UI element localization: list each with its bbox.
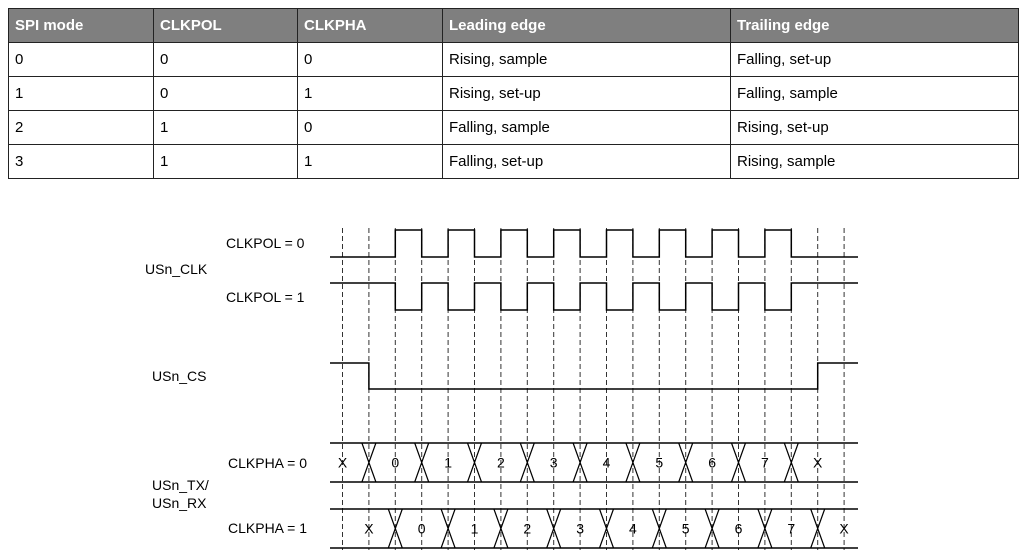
table-cell: 0 (153, 76, 298, 111)
clkpha1-data-label: 7 (787, 521, 795, 537)
clkpha0-data-label: 0 (391, 455, 399, 471)
clkpha0-transition (783, 442, 799, 483)
clkpha1-data-label: 1 (471, 521, 479, 537)
clkpha0-data-label: X (338, 455, 348, 471)
table-cell: Rising, sample (730, 144, 1019, 179)
clkpha1-transition (387, 508, 403, 549)
spi-mode-table: SPI mode CLKPOL CLKPHA Leading edge Trai… (8, 8, 1019, 179)
table-cell: Falling, set-up (730, 42, 1019, 77)
clkpha0-transition (572, 442, 588, 483)
cs-waveform (330, 362, 858, 390)
clkpha1-transition (810, 508, 826, 549)
clkpha1-data-label: 3 (576, 521, 584, 537)
clkpha0-label: CLKPHA = 0 (228, 455, 307, 471)
clkpha0-transition (361, 442, 377, 483)
clkpha1-transition (651, 508, 667, 549)
table-cell: 1 (153, 110, 298, 145)
clkpha0-transition (466, 442, 483, 483)
clkpha1-label: CLKPHA = 1 (228, 520, 307, 536)
table-cell: Rising, set-up (442, 76, 731, 111)
clkpha0-data-label: 2 (497, 455, 505, 471)
table-cell: 1 (297, 76, 443, 111)
clkpha0-data-label: 3 (550, 455, 558, 471)
clkpol0-label: CLKPOL = 0 (226, 235, 305, 251)
clkpha0-data-label: 6 (708, 455, 716, 471)
clkpha0-transition (414, 442, 430, 483)
table-cell: Rising, set-up (730, 110, 1019, 145)
table-cell: 1 (8, 76, 154, 111)
clkpha0-data-label: 4 (603, 455, 611, 471)
clkpha0-data-label: 5 (655, 455, 663, 471)
table-cell: 1 (153, 144, 298, 179)
clkpha1-data-label: 0 (418, 521, 426, 537)
clk-label: USn_CLK (145, 261, 208, 277)
table-cell: 0 (297, 42, 443, 77)
header-cell: Leading edge (442, 8, 731, 43)
table-cell: 1 (297, 144, 443, 179)
table-cell: 0 (297, 110, 443, 145)
clkpha1-data-label: X (364, 521, 374, 537)
clkpha1-transition (598, 508, 615, 549)
clkpha0-data-label: 7 (761, 455, 769, 471)
txrx-label: USn_RX (152, 495, 207, 511)
txrx-label: USn_TX/ (152, 477, 209, 493)
clkpha0-data-label: X (813, 455, 823, 471)
clkpol0-waveform (330, 229, 858, 258)
clkpha0-data-label: 1 (444, 455, 452, 471)
clkpha1-data-label: 2 (523, 521, 531, 537)
clkpha1-transition (704, 508, 720, 549)
clkpha0-transition (678, 442, 694, 483)
clkpha1-transition (546, 508, 562, 549)
table-cell: Falling, set-up (442, 144, 731, 179)
clkpha0-transition (519, 442, 535, 483)
header-cell: SPI mode (8, 8, 154, 43)
cs-label: USn_CS (152, 368, 206, 384)
clkpha1-data-label: 5 (682, 521, 690, 537)
clkpha1-data-label: 4 (629, 521, 637, 537)
clkpha1-data-label: X (839, 521, 849, 537)
header-cell: Trailing edge (730, 8, 1019, 43)
clkpha1-transition (493, 508, 509, 549)
clkpha0-transition (625, 442, 641, 483)
clkpol1-label: CLKPOL = 1 (226, 289, 305, 305)
clkpha1-transition (757, 508, 773, 549)
clkpol1-waveform (330, 282, 858, 311)
clkpha0-transition (730, 442, 747, 483)
clkpha1-data-label: 6 (735, 521, 743, 537)
clkpha1-transition (440, 508, 456, 549)
table-header-row: SPI mode CLKPOL CLKPHA Leading edge Trai… (8, 8, 1019, 43)
